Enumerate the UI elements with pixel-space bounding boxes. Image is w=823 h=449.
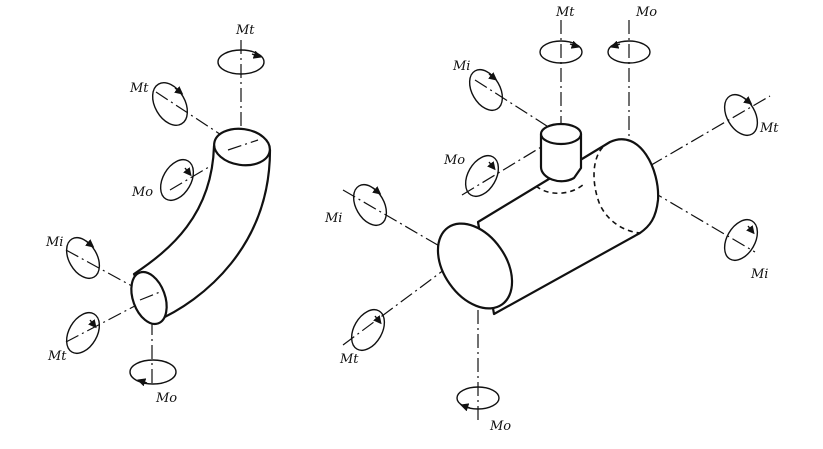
tee-lower-left-axis	[342, 257, 461, 346]
elbow-center-axis-top	[227, 139, 259, 151]
tee-label-right-upper: Mt	[759, 121, 779, 136]
tee-label-branch-left2: Mo	[443, 153, 465, 168]
pipe-elbow	[65, 40, 272, 385]
tee-label-top-right: Mo	[635, 5, 657, 20]
elbow-top-opening	[213, 127, 271, 167]
pipe-tee	[342, 20, 771, 420]
elbow-label-upper-left: Mt	[129, 81, 149, 96]
elbow-label-lower-left: Mi	[45, 235, 63, 250]
tee-run-body	[476, 138, 660, 316]
tee-branch-body	[539, 132, 583, 183]
elbow-bottom-opening	[130, 270, 168, 326]
elbow-label-upper-mid: Mo	[131, 185, 153, 200]
tee-branch-hidden-junction	[535, 183, 585, 195]
elbow-label-lower-left2: Mt	[47, 349, 67, 364]
tee-branch-top-opening	[539, 122, 583, 146]
tee-label-branch-top: Mt	[555, 5, 575, 20]
tee-label-branch-left: Mi	[452, 59, 470, 74]
elbow-moment-rings	[65, 49, 265, 387]
elbow-center-axis-bottom	[139, 291, 161, 301]
tee-moment-rings	[350, 40, 759, 412]
tee-label-bottom: Mo	[489, 419, 511, 434]
tee-label-run-left: Mi	[324, 211, 342, 226]
tee-run-left-opening	[436, 222, 514, 310]
elbow-upper-mid-axis	[169, 147, 242, 191]
tee-run-left-axis	[342, 189, 461, 259]
tee-label-lower-left: Mt	[339, 352, 359, 367]
tee-label-right-lower: Mi	[750, 267, 768, 282]
elbow-label-top: Mt	[235, 23, 255, 38]
elbow-label-bottom: Mo	[155, 391, 177, 406]
